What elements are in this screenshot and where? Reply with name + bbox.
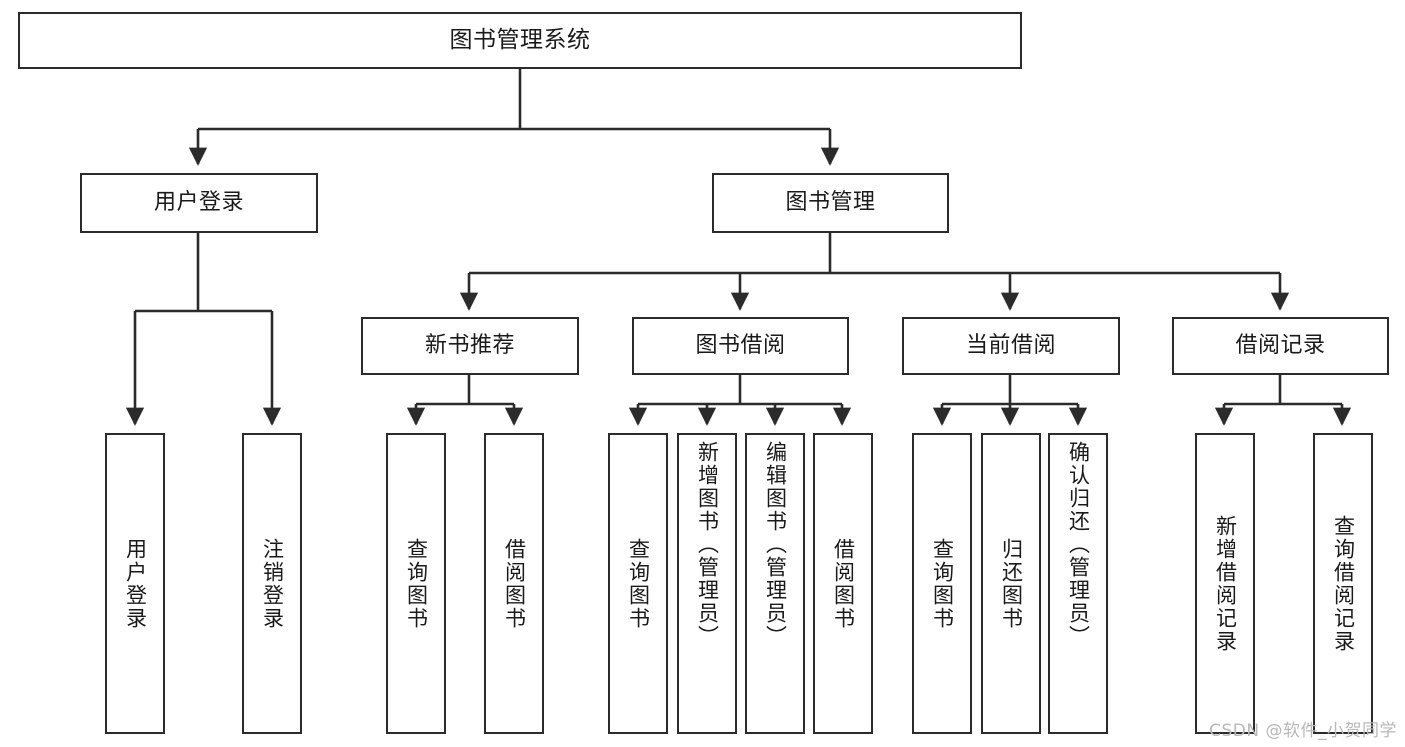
leaf-user-login-signout[interactable]: 注销登录 — [242, 433, 302, 734]
node-label: 借阅图书 — [831, 537, 856, 630]
leaf-book-borrow-add[interactable]: 新增图书（管理员） — [677, 433, 737, 734]
leaf-borrow-record-query[interactable]: 查询借阅记录 — [1313, 433, 1373, 734]
csdn-watermark: CSDN @软件_小贺同学 — [1209, 721, 1397, 741]
leaf-current-borrow-confirm-return[interactable]: 确认归还（管理员） — [1048, 433, 1108, 734]
node-root-library-system[interactable]: 图书管理系统 — [18, 12, 1022, 69]
node-label: 借阅记录 — [1235, 332, 1326, 358]
node-new-book-recommend[interactable]: 新书推荐 — [361, 317, 579, 375]
leaf-borrow-record-add[interactable]: 新增借阅记录 — [1195, 433, 1255, 734]
node-label: 归还图书 — [999, 537, 1024, 630]
node-label: 查询图书 — [930, 537, 955, 630]
leaf-new-book-query[interactable]: 查询图书 — [386, 433, 446, 734]
node-label: 用户登录 — [123, 537, 148, 630]
node-label: 图书管理 — [785, 189, 876, 215]
node-label: 查询图书 — [626, 537, 651, 630]
node-label: 查询借阅记录 — [1331, 514, 1356, 653]
node-label: 用户登录 — [153, 189, 244, 215]
node-current-borrow[interactable]: 当前借阅 — [902, 317, 1120, 375]
node-label: 编辑图书（管理员） — [763, 441, 788, 648]
leaf-book-borrow-edit[interactable]: 编辑图书（管理员） — [745, 433, 805, 734]
node-label: 注销登录 — [260, 537, 285, 630]
node-book-borrow[interactable]: 图书借阅 — [632, 317, 849, 375]
node-user-login[interactable]: 用户登录 — [80, 173, 318, 233]
node-label: 查询图书 — [404, 537, 429, 630]
leaf-current-borrow-return[interactable]: 归还图书 — [981, 433, 1041, 734]
node-book-management[interactable]: 图书管理 — [712, 173, 949, 233]
node-label: 图书借阅 — [695, 332, 786, 358]
node-label: 当前借阅 — [965, 332, 1056, 358]
node-label: 借阅图书 — [502, 537, 527, 630]
leaf-current-borrow-query[interactable]: 查询图书 — [912, 433, 972, 734]
leaf-book-borrow-lend[interactable]: 借阅图书 — [813, 433, 873, 734]
node-label: 新书推荐 — [424, 332, 515, 358]
node-borrow-record[interactable]: 借阅记录 — [1172, 317, 1389, 375]
leaf-user-login-signin[interactable]: 用户登录 — [105, 433, 165, 734]
leaf-new-book-borrow[interactable]: 借阅图书 — [484, 433, 544, 734]
node-label: 确认归还（管理员） — [1066, 441, 1091, 648]
leaf-book-borrow-query[interactable]: 查询图书 — [608, 433, 668, 734]
node-label: 图书管理系统 — [449, 26, 591, 53]
node-label: 新增借阅记录 — [1213, 514, 1238, 653]
node-label: 新增图书（管理员） — [695, 441, 720, 648]
